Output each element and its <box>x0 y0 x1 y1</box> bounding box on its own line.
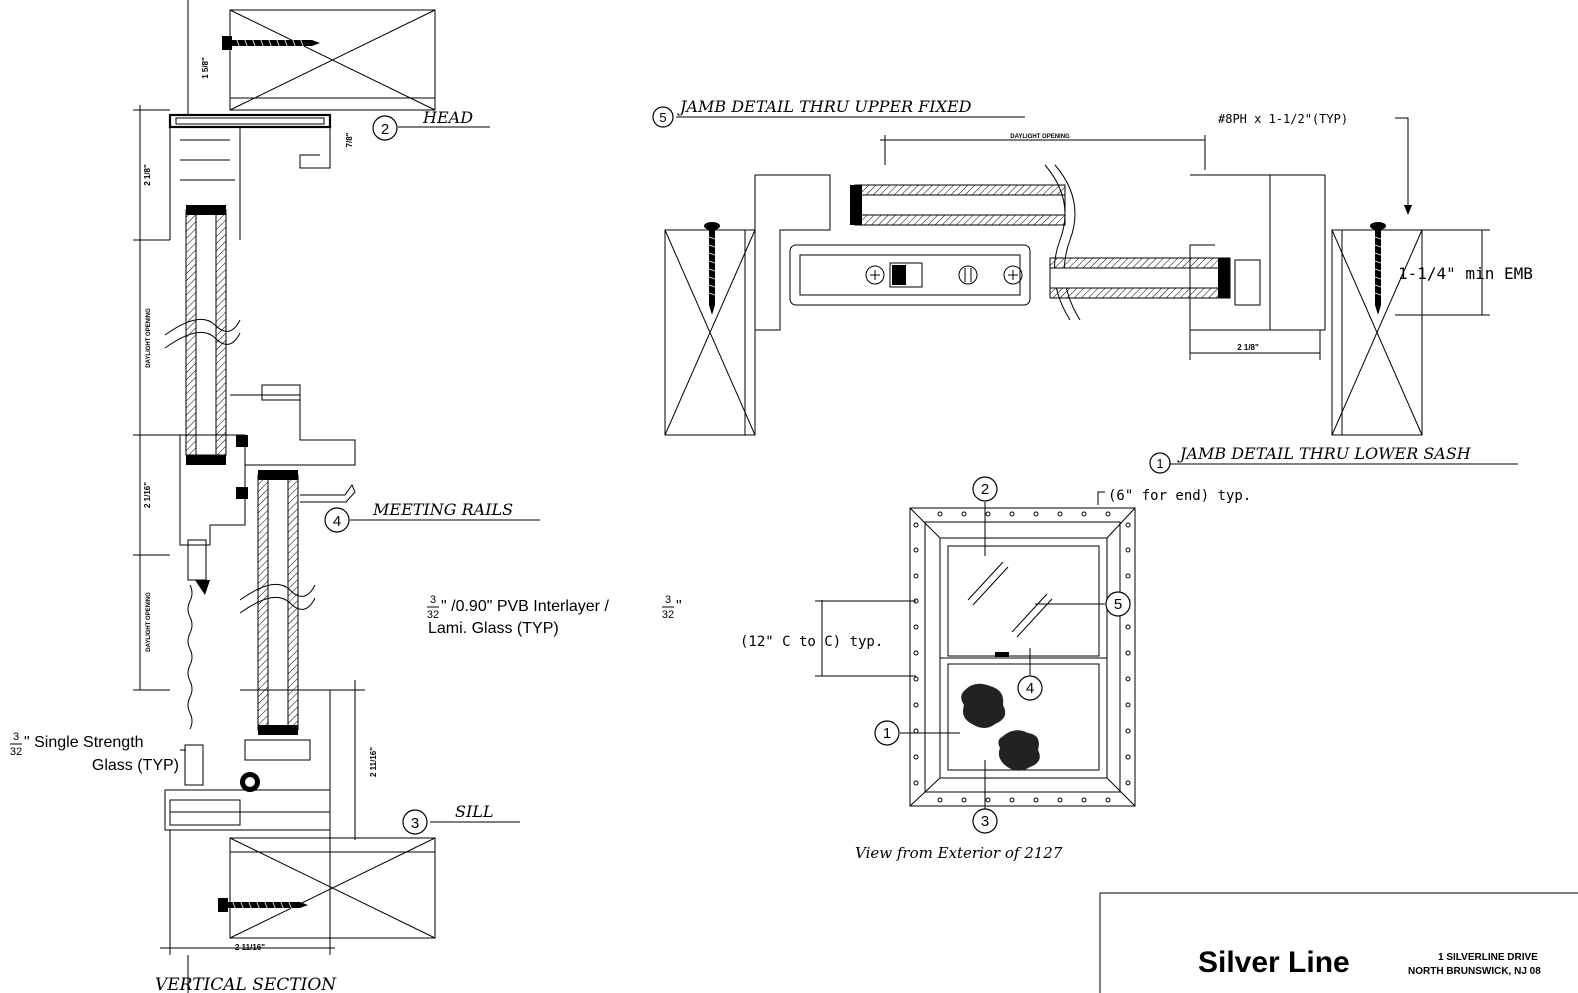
elevation-caption: View from Exterior of 2127 <box>855 844 1063 862</box>
bottom-wood-block <box>229 837 436 939</box>
callout-sill-number: 3 <box>411 815 419 832</box>
screw-head-icon <box>865 265 885 285</box>
elevation-view <box>815 491 1136 810</box>
dim-bottom-width: 2 11/16" <box>235 943 265 952</box>
callout-elev-3-number: 3 <box>981 813 989 830</box>
dim-head-depth: 7/8" <box>345 132 354 147</box>
screw-icon <box>1370 222 1386 315</box>
dim-head-frame: 2 1/8" <box>143 164 152 186</box>
frac-den: 32 <box>427 609 439 621</box>
screw-icon <box>218 898 308 912</box>
dim-top-block: 1 5/8" <box>201 57 210 79</box>
note-single-line2: Glass (TYP) <box>92 757 179 774</box>
label-head: HEAD <box>422 108 473 127</box>
note-laminated: 3 32 " /0.90" PVB Interlayer / 3 32 " La… <box>427 594 682 637</box>
emb-note: 1-1/4" min EMB <box>1398 264 1533 283</box>
label-sill: SILL <box>455 802 494 821</box>
address-line2: NORTH BRUNSWICK, NJ 08 <box>1408 966 1541 977</box>
callout-sill-circle <box>402 809 428 835</box>
title-block-border <box>1099 892 1578 993</box>
jamb-daylight: DAYLIGHT OPENING <box>1010 134 1070 140</box>
frac2-num: 3 <box>665 594 671 606</box>
note-lami-end: " <box>676 598 682 615</box>
note-single-strength: 3 32 " Single Strength Glass (TYP) <box>10 731 179 774</box>
callout-meeting-number: 4 <box>333 513 341 530</box>
title-jamb-upper: JAMB DETAIL THRU UPPER FIXED <box>677 97 972 116</box>
impact-mark <box>998 730 1040 771</box>
impact-mark <box>961 683 1006 728</box>
dim-daylight-upper: DAYLIGHT OPENING <box>146 308 152 368</box>
callout-upper-number: 5 <box>659 110 666 125</box>
callout-elev-4 <box>1017 675 1043 701</box>
frac-den: 32 <box>10 746 22 758</box>
label-meeting-rails: MEETING RAILS <box>372 500 513 519</box>
callout-head-number: 2 <box>381 121 389 138</box>
screw-note: #8PH x 1-1/2"(TYP) <box>1218 112 1348 126</box>
callout-elev-3 <box>972 808 998 834</box>
callout-elev-5-number: 5 <box>1114 596 1122 613</box>
title-jamb-lower: JAMB DETAIL THRU LOWER SASH <box>1177 444 1472 463</box>
company-name: Silver Line <box>1198 946 1350 979</box>
callout-lower-circle <box>1149 452 1171 474</box>
elevation-frame <box>909 507 1136 807</box>
screw-icon <box>222 36 320 50</box>
callout-lower-number: 1 <box>1156 456 1163 471</box>
dim-sill-height: 2 11/16" <box>369 747 378 777</box>
callout-elev-2 <box>972 476 998 502</box>
callout-elev-4-number: 4 <box>1026 680 1034 697</box>
end-note: (6" for end) typ. <box>1108 488 1251 504</box>
screw-head-icon <box>958 265 978 285</box>
callout-meeting-circle <box>324 507 350 533</box>
note-single-line1: " Single Strength <box>24 734 144 751</box>
top-wood-block <box>229 9 436 111</box>
lock-housing <box>789 244 1031 306</box>
jamb-detail <box>664 116 1518 465</box>
screw-head-icon <box>1003 265 1023 285</box>
dim-meeting: 2 1/16" <box>143 482 152 508</box>
lock-latch <box>889 262 923 288</box>
frac2-den: 32 <box>662 609 674 621</box>
callout-elev-1-number: 1 <box>883 725 891 742</box>
title-vertical-section: VERTICAL SECTION <box>155 975 337 993</box>
screw-icon <box>704 222 720 315</box>
callout-elev-5 <box>1105 591 1131 617</box>
vertical-section <box>133 0 540 993</box>
jamb-width-dim: 2 1/8" <box>1237 343 1259 352</box>
callout-upper-circle <box>652 106 674 128</box>
note-lami-line1: " /0.90" PVB Interlayer / <box>441 598 609 615</box>
frac-num: 3 <box>430 594 436 606</box>
address-line1: 1 SILVERLINE DRIVE <box>1438 952 1538 963</box>
callout-elev-1 <box>874 720 900 746</box>
head-frame <box>168 113 332 129</box>
frac-num: 3 <box>13 731 19 743</box>
dim-daylight-lower: DAYLIGHT OPENING <box>146 592 152 652</box>
note-lami-line2: Lami. Glass (TYP) <box>428 620 559 637</box>
callout-head-circle <box>372 115 398 141</box>
callout-elev-2-number: 2 <box>981 481 989 498</box>
spacing-note: (12" C to C) typ. <box>740 634 883 650</box>
